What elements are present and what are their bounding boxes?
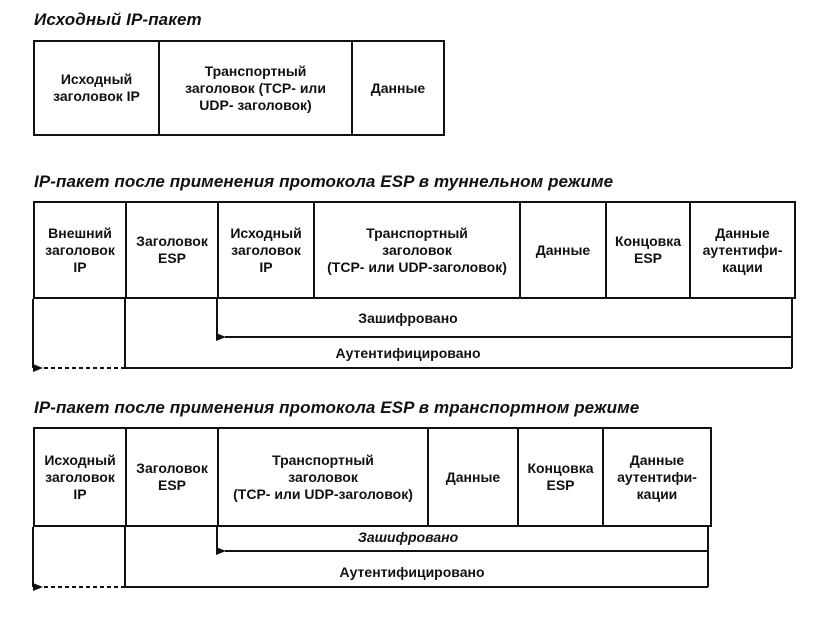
original-packet-title: Исходный IP-пакет — [34, 10, 202, 29]
esp-header-cell: Заголовок ESP — [127, 429, 219, 525]
transport-header-cell: Транспортный заголовок (TCP- или UDP- за… — [160, 42, 353, 134]
tunnel-mode-packet: Внешний заголовок IP Заголовок ESP Исход… — [33, 201, 796, 299]
transport-encrypted-label: Зашифровано — [357, 529, 459, 545]
data-cell: Данные — [353, 42, 445, 134]
transport-mode-packet: Исходный заголовок IP Заголовок ESP Тран… — [33, 427, 712, 527]
tunnel-mode-title: IP-пакет после применения протокола ESP … — [34, 172, 614, 191]
esp-header-cell: Заголовок ESP — [127, 203, 219, 297]
esp-trailer-cell: Концовка ESP — [519, 429, 604, 525]
transport-header-cell: Транспортный заголовок (TCP- или UDP-заг… — [219, 429, 429, 525]
transport-header-cell: Транспортный заголовок (TCP- или UDP-заг… — [315, 203, 521, 297]
transport-mode-title: IP-пакет после применения протокола ESP … — [34, 398, 640, 417]
original-ip-header-cell: Исходный заголовок IP — [219, 203, 315, 297]
outer-ip-header-cell: Внешний заголовок IP — [35, 203, 127, 297]
tunnel-authenticated-label: Аутентифицировано — [335, 345, 481, 361]
original-packet: Исходный заголовок IP Транспортный загол… — [33, 40, 445, 136]
auth-data-cell: Данные аутентифи- кации — [691, 203, 796, 297]
transport-authenticated-range — [32, 527, 709, 591]
tunnel-authenticated-range — [32, 299, 793, 372]
data-cell: Данные — [521, 203, 607, 297]
original-ip-header-cell: Исходный заголовок IP — [35, 42, 160, 134]
tunnel-encrypted-range — [216, 299, 793, 341]
original-ip-header-cell: Исходный заголовок IP — [35, 429, 127, 525]
auth-data-cell: Данные аутентифи- кации — [604, 429, 712, 525]
tunnel-encrypted-label: Зашифровано — [358, 310, 458, 326]
data-cell: Данные — [429, 429, 519, 525]
transport-encrypted-range — [216, 527, 709, 555]
transport-authenticated-label: Аутентифицировано — [339, 564, 485, 580]
esp-trailer-cell: Концовка ESP — [607, 203, 691, 297]
